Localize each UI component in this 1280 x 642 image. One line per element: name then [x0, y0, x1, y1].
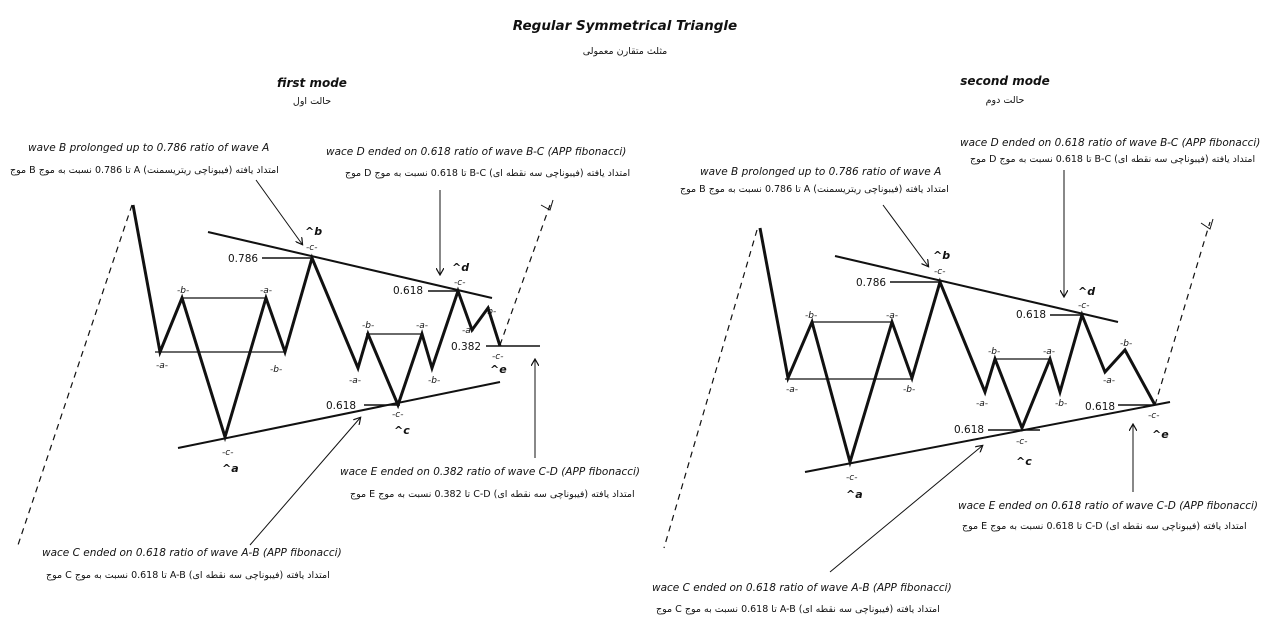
dashed-trend-in [663, 229, 758, 549]
sub-label: -b- [428, 376, 440, 386]
panel-first-mode: first mode حالت اول wave B prolonged up … [10, 76, 640, 581]
sub-label-a: -c- [846, 473, 857, 483]
sub-label: -a- [156, 361, 168, 371]
lower-trendline [804, 401, 1171, 473]
note-wave-e-fa: موج E تا 0.618 نسبت به موج C-D امتداد یا… [962, 521, 1247, 532]
point-label-e: ^e [490, 363, 507, 376]
note-wave-c-fa: موج C تا 0.618 نسبت به موج A-B امتداد یا… [656, 604, 940, 615]
sub-label: -b- [270, 365, 282, 375]
note-wave-b: wave B prolonged up to 0.786 ratio of wa… [700, 166, 941, 178]
dashed-breakout [499, 204, 551, 346]
sub-label-d: -c- [454, 278, 465, 288]
sub-label: -a- [886, 311, 898, 321]
point-label-a: ^a [846, 488, 863, 501]
note-wave-d: wace D ended on 0.618 ratio of wave B-C … [960, 137, 1260, 149]
sub-label: -a- [786, 385, 798, 395]
point-label-d: ^d [1078, 285, 1095, 298]
level-label-d: 0.618 [393, 285, 423, 297]
dashed-trend-in [17, 204, 133, 546]
arrow-to-c [829, 446, 982, 573]
upper-trendline [834, 255, 1119, 323]
sub-label-b: -c- [934, 267, 945, 277]
point-label-e: ^e [1152, 428, 1169, 441]
dashed-breakout [1154, 221, 1211, 406]
sub-label-a: -c- [222, 448, 233, 458]
breakout-arrowhead [1200, 218, 1214, 230]
note-wave-d: wace D ended on 0.618 ratio of wave B-C … [326, 146, 626, 158]
sub-label: -a- [1103, 376, 1115, 386]
level-label-e: 0.382 [451, 341, 481, 353]
note-wave-e: wace E ended on 0.382 ratio of wave C-D … [340, 466, 640, 478]
sub-label: -b- [805, 311, 817, 321]
panel-second-mode: second mode حالت دوم wace D ended on 0.6… [652, 74, 1260, 615]
point-label-b: ^b [933, 249, 950, 262]
sub-label: -b- [1120, 339, 1132, 349]
point-label-a: ^a [222, 462, 239, 475]
sub-label-b: -c- [306, 243, 317, 253]
mode-title: first mode [277, 76, 347, 90]
diagram-title-fa: مثلث متقارن معمولی [583, 46, 668, 57]
sub-label: -a- [976, 399, 988, 409]
sub-label: -b- [1055, 399, 1067, 409]
note-wave-d-fa: موج D تا 0.618 نسبت به موج B-C امتداد یا… [970, 154, 1255, 165]
sub-label: -a- [1043, 347, 1055, 357]
note-wave-b-fa: موج B تا 0.786 نسبت به موج A امتداد یافت… [680, 184, 949, 195]
note-wave-c: wace C ended on 0.618 ratio of wave A-B … [42, 547, 342, 559]
level-label-e: 0.618 [1085, 401, 1115, 413]
sub-label: -b- [903, 385, 915, 395]
sub-label: -b- [484, 307, 496, 317]
level-label-c: 0.618 [954, 424, 984, 436]
level-label-c: 0.618 [326, 400, 356, 412]
point-label-c: ^c [394, 424, 410, 437]
level-label-d: 0.618 [1016, 309, 1046, 321]
mode-title: second mode [960, 74, 1049, 88]
sub-label: -a- [260, 286, 272, 296]
level-label-b: 0.786 [228, 253, 258, 265]
point-label-b: ^b [305, 225, 322, 238]
note-wave-d-fa: موج D تا 0.618 نسبت به موج B-C امتداد یا… [345, 168, 630, 179]
note-wave-e: wace E ended on 0.618 ratio of wave C-D … [958, 500, 1258, 512]
note-wave-e-fa: موج E تا 0.382 نسبت به موج C-D امتداد یا… [350, 489, 635, 500]
sub-label: -a- [462, 326, 474, 336]
sub-label: -a- [416, 321, 428, 331]
note-wave-c-fa: موج C تا 0.618 نسبت به موج A-B امتداد یا… [46, 570, 330, 581]
sub-label-c: -c- [392, 410, 403, 420]
point-label-c: ^c [1016, 455, 1032, 468]
wave-path [131, 204, 502, 443]
breakout-arrowhead [540, 199, 554, 211]
point-label-d: ^d [452, 261, 469, 274]
arrow-to-b [882, 204, 928, 266]
note-wave-b: wave B prolonged up to 0.786 ratio of wa… [28, 142, 269, 154]
arrow-to-b [255, 179, 302, 244]
note-wave-b-fa: موج B تا 0.786 نسبت به موج A امتداد یافت… [10, 165, 279, 176]
sub-label-e: -c- [492, 352, 503, 362]
upper-trendline [207, 231, 493, 299]
sub-label: -a- [349, 376, 361, 386]
sub-label: -b- [362, 321, 374, 331]
level-label-b: 0.786 [856, 277, 886, 289]
mode-title-fa: حالت دوم [986, 95, 1025, 106]
note-wave-c: wace C ended on 0.618 ratio of wave A-B … [652, 582, 952, 594]
sub-label-d: -c- [1078, 301, 1089, 311]
sub-label-e: -c- [1148, 411, 1159, 421]
arrow-to-c [249, 418, 360, 546]
sub-label-c: -c- [1016, 437, 1027, 447]
sub-label: -b- [988, 347, 1000, 357]
mode-title-fa: حالت اول [293, 96, 331, 107]
wave-path [758, 227, 1157, 468]
diagram-title: Regular Symmetrical Triangle [513, 18, 737, 34]
sub-label: -b- [177, 286, 189, 296]
lower-trendline [177, 381, 501, 449]
